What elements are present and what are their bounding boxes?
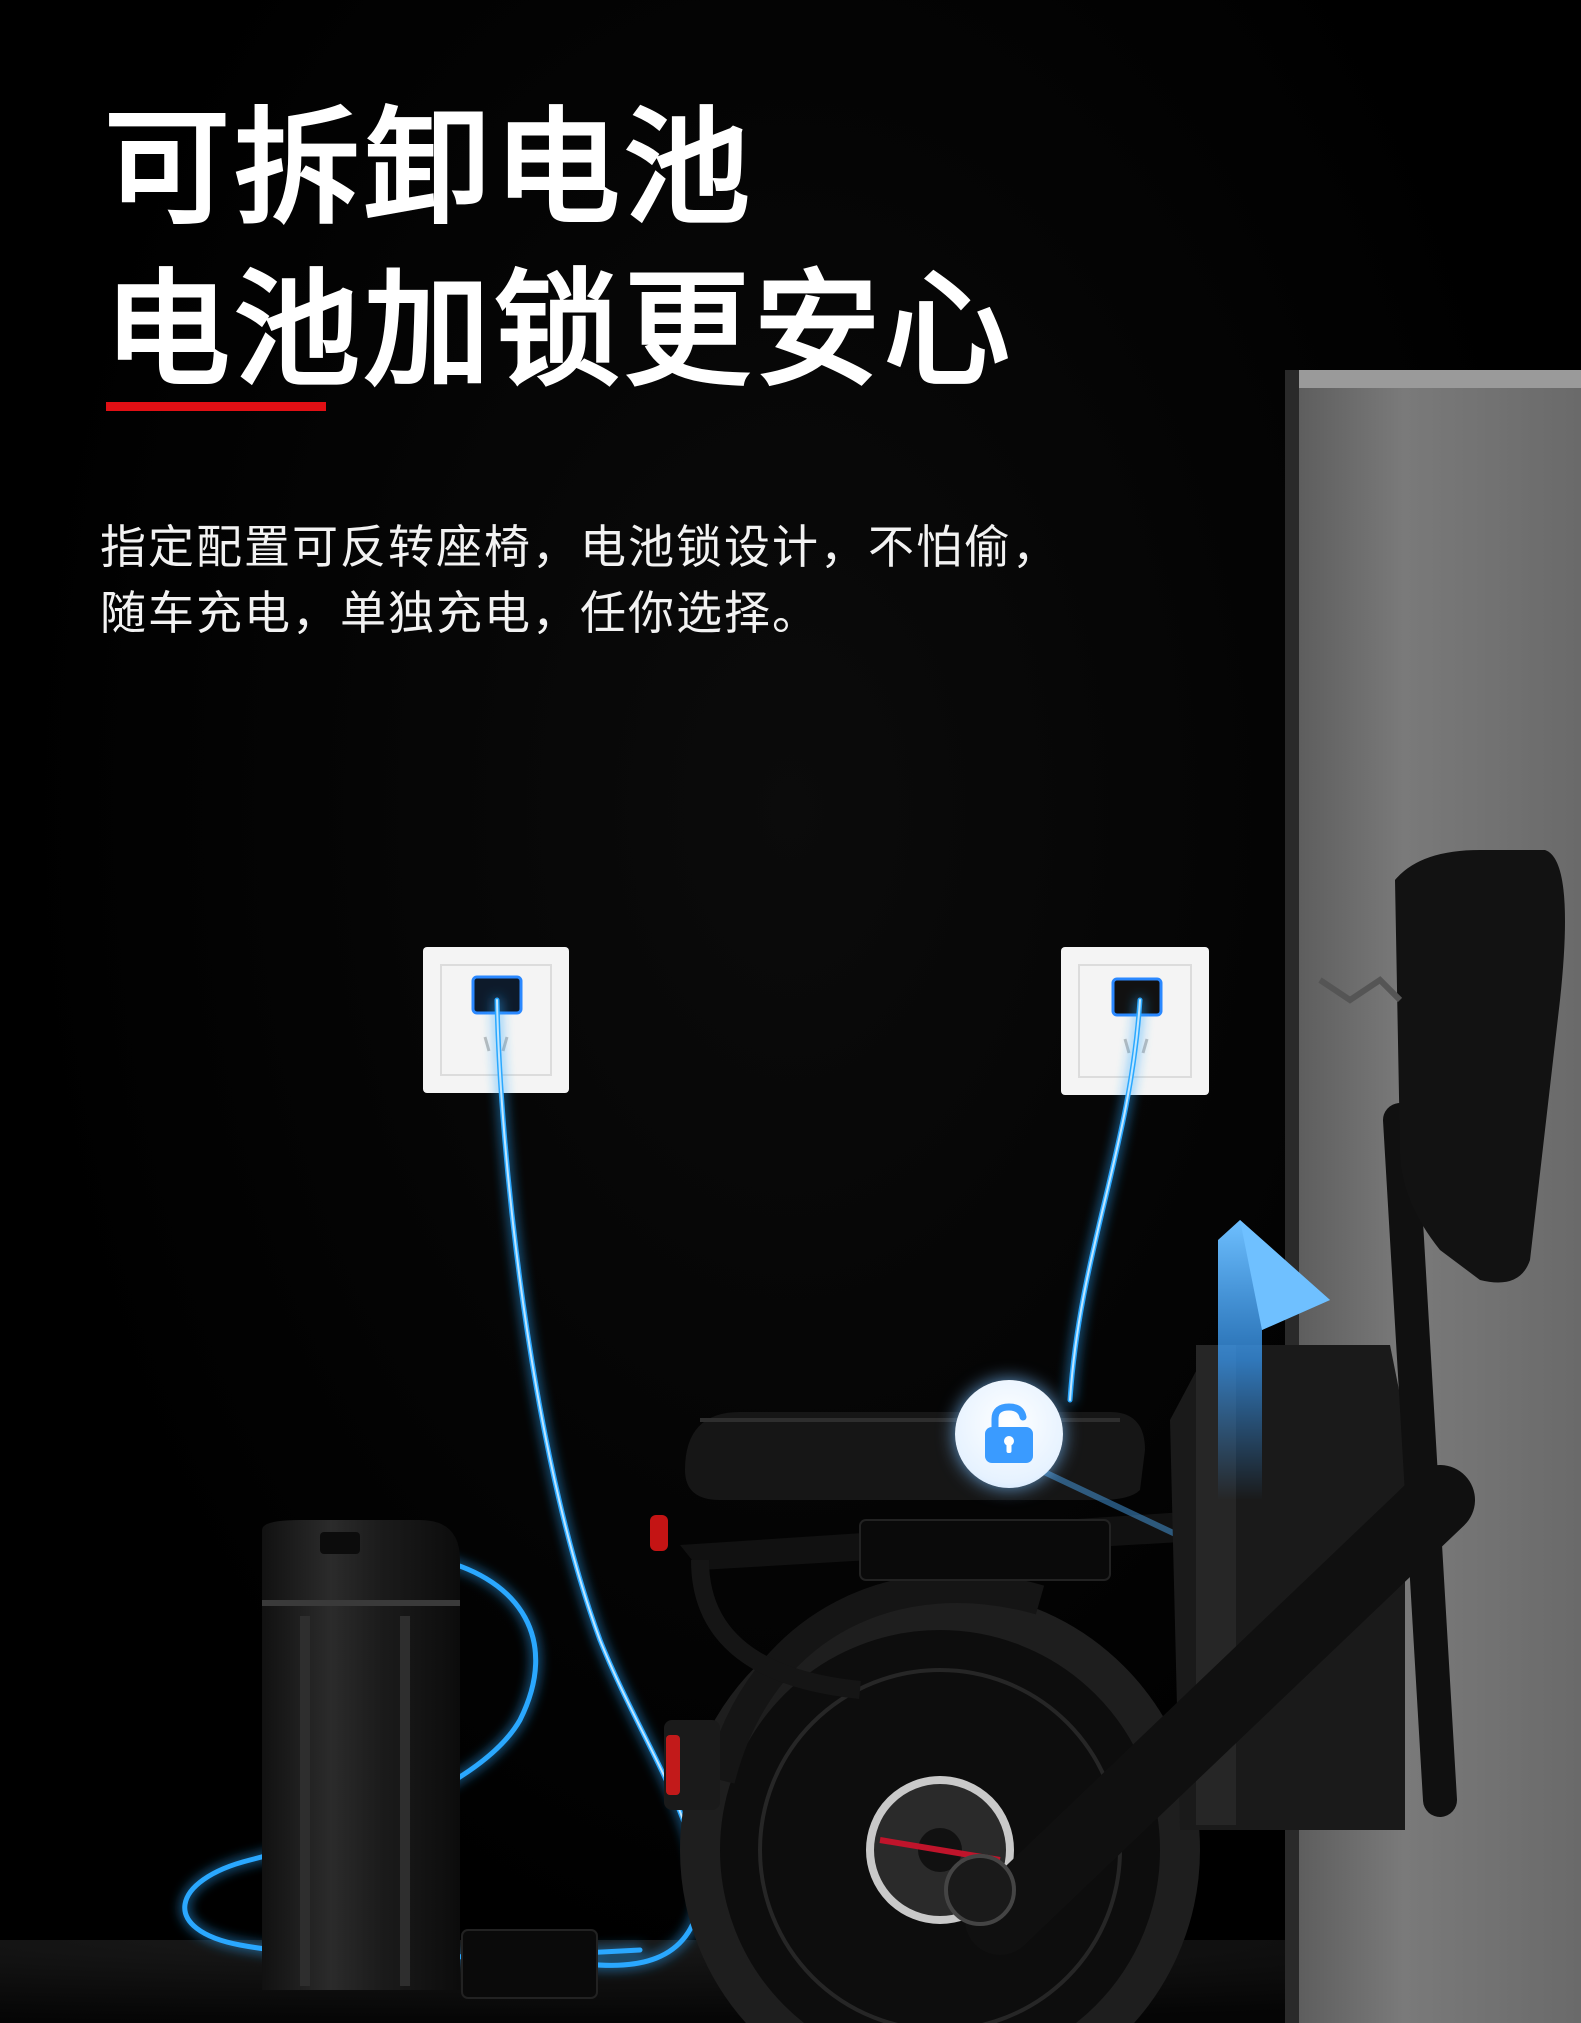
padlock-glyph <box>985 1403 1033 1463</box>
headline-accent-bar <box>106 402 326 411</box>
wall-socket-icon <box>1061 947 1209 1095</box>
removable-battery <box>262 1520 460 1990</box>
description-line-2: 随车充电，单独充电，任你选择。 <box>100 586 820 640</box>
headline-line-1: 可拆卸电池 <box>104 95 754 242</box>
unlock-padlock-icon <box>955 1380 1063 1488</box>
electric-bike <box>650 850 1565 2023</box>
description-line-1: 指定配置可反转座椅，电池锁设计，不怕偷， <box>100 520 1060 574</box>
headline-line-2: 电池加锁更安心 <box>104 257 1014 404</box>
up-arrow-icon <box>1218 1220 1330 1500</box>
charger-brick <box>461 1929 598 1999</box>
